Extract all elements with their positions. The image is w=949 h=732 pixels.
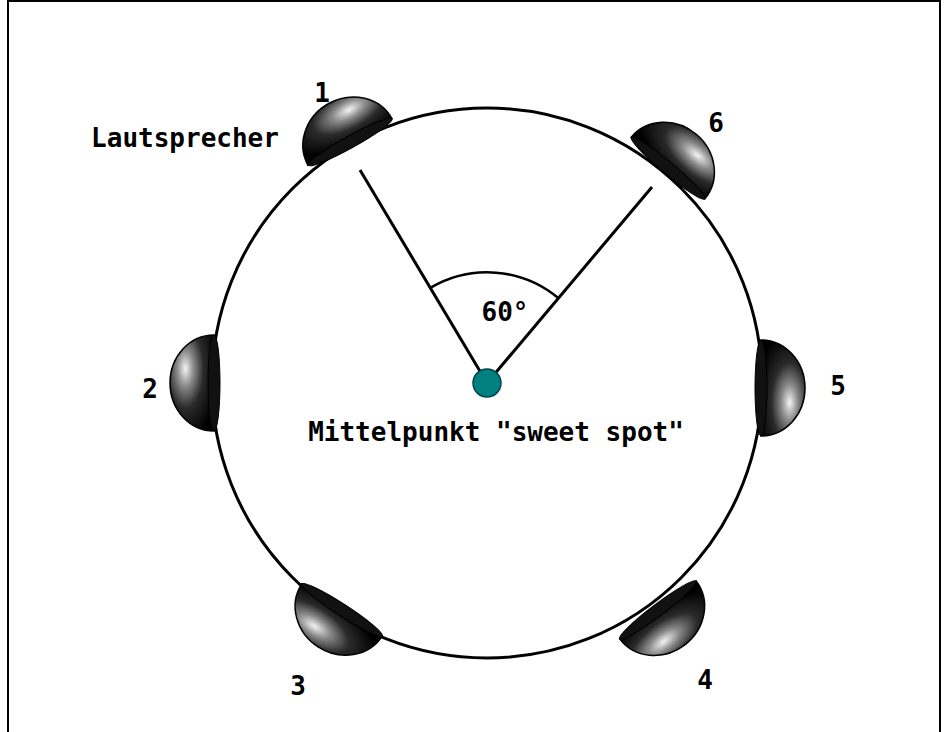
speaker-circle: [212, 108, 762, 658]
callout-number: 3: [290, 672, 306, 701]
loudspeaker: [170, 335, 220, 431]
sweet-spot-dot: [473, 369, 501, 397]
callout-number: 4: [697, 666, 713, 695]
callout-number: 2: [142, 375, 158, 404]
frame: [8, 1, 940, 732]
loudspeaker: [627, 103, 733, 203]
callout-number: 6: [708, 109, 724, 138]
loudspeaker: [278, 579, 386, 673]
angle-leg: [360, 170, 487, 383]
angle-label: 60°: [482, 298, 529, 327]
callout-number: 5: [830, 372, 846, 401]
point-label: Mittelpunkt "sweet spot": [308, 418, 684, 447]
callout-number: 1: [314, 79, 330, 108]
part-label: Lautsprecher: [91, 124, 279, 153]
loudspeaker: [287, 80, 395, 170]
loudspeaker: [755, 340, 805, 436]
angle-leg: [487, 187, 652, 383]
loudspeaker: [616, 576, 723, 674]
angle-arc: [431, 272, 559, 298]
